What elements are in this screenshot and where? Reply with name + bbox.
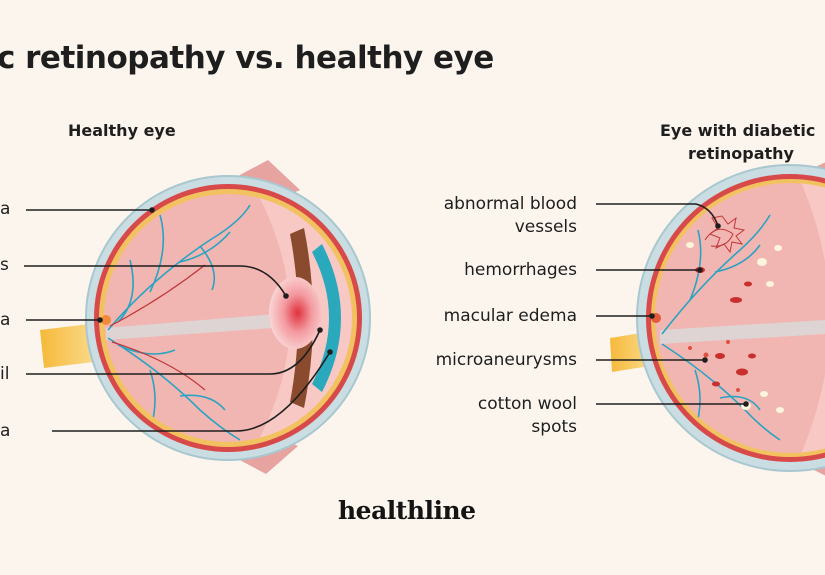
label-macular-edema: macular edema (443, 306, 577, 326)
healthy-label-1: a (0, 199, 11, 219)
label-abnormal-blood-vessels-2: vessels (514, 217, 577, 237)
healthy-label-3: a (0, 310, 11, 330)
label-cotton-wool-spots-1: cotton wool (477, 394, 577, 414)
healthy-label-5: a (0, 421, 11, 441)
abnormal-vessels (704, 215, 746, 254)
cornea-lens (312, 244, 341, 392)
leader-lines-left (24, 207, 333, 432)
diabetic-eye (610, 162, 825, 476)
diabetic-eye-heading-line1: Eye with diabetic (660, 121, 816, 140)
healthy-eye (40, 160, 371, 474)
hemorrhages (695, 267, 756, 387)
label-cotton-wool-spots-2: spots (531, 417, 577, 437)
healthy-label-4: il (0, 364, 10, 384)
healthline-logo: healthline (338, 496, 476, 525)
healthy-label-2: s (0, 255, 9, 275)
optic-disc (101, 315, 111, 325)
leader-lines-right (596, 203, 749, 407)
page-title: etic retinopathy vs. healthy eye (0, 40, 494, 76)
label-microaneurysms: microaneurysms (435, 350, 577, 370)
label-hemorrhages: hemorrhages (464, 260, 577, 280)
healthy-eye-heading: Healthy eye (68, 121, 176, 140)
lens (269, 277, 321, 349)
microaneurysms (688, 340, 740, 392)
diabetic-eye-heading-line2: retinopathy (688, 144, 794, 163)
label-abnormal-blood-vessels-1: abnormal blood (443, 194, 577, 214)
